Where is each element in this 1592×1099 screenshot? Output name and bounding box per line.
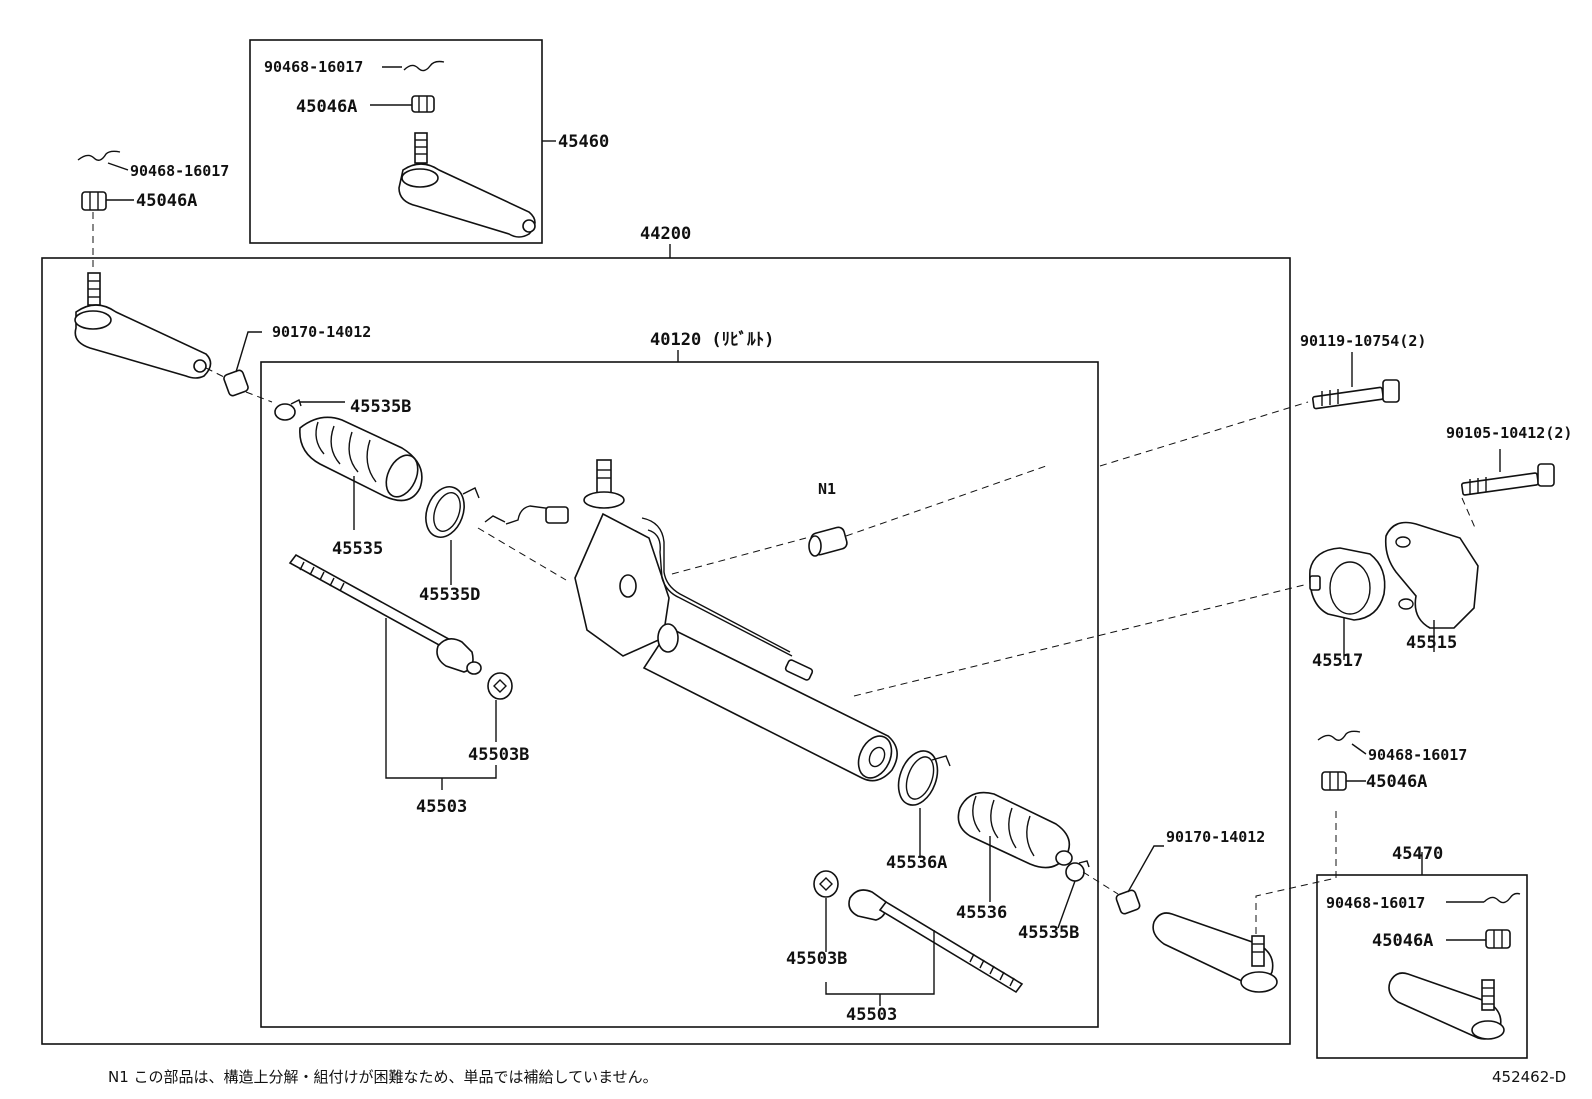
lock-washer-icon	[487, 672, 513, 700]
label-90119-10754: 90119-10754(2)	[1300, 332, 1426, 350]
footnote: N1 この部品は、構造上分解・組付けが困難なため、単品では補給していません。	[108, 1068, 658, 1086]
label-45046A-b: 45046A	[136, 191, 197, 211]
lock-nut-icon	[223, 369, 249, 397]
label-45535B-a: 45535B	[350, 397, 411, 417]
inner-tie-rod-left-icon	[288, 553, 482, 675]
assembly-box-40120	[260, 361, 1099, 1028]
label-90105-10412: 90105-10412(2)	[1446, 424, 1572, 442]
bolt-90105-icon	[1460, 463, 1555, 496]
label-45046A-a: 45046A	[296, 97, 357, 117]
figure-id: 452462-D	[1492, 1068, 1566, 1086]
inner-tie-rod-right-icon	[848, 889, 1024, 994]
bolt-90119-icon	[1311, 379, 1400, 410]
label-45535B-b: 45535B	[1018, 923, 1079, 943]
label-90170-14012-b: 90170-14012	[1166, 828, 1265, 846]
grommet-45517-icon	[1309, 547, 1386, 621]
label-40120: 40120 (ﾘﾋﾞﾙﾄ)	[650, 329, 774, 350]
tie-rod-end-45460-icon	[398, 132, 536, 238]
label-90468-16017-c: 90468-16017	[1368, 746, 1467, 764]
castle-nut-icon	[81, 191, 107, 211]
label-45536A: 45536A	[886, 853, 947, 873]
label-N1: N1	[818, 480, 836, 498]
label-45536: 45536	[956, 903, 1007, 923]
label-45515: 45515	[1406, 633, 1457, 653]
label-45503B-b: 45503B	[786, 949, 847, 969]
label-45460: 45460	[558, 132, 609, 152]
tie-rod-end-left-icon	[74, 272, 212, 379]
boot-band-icon	[425, 486, 480, 538]
label-90170-14012-a: 90170-14012	[272, 323, 371, 341]
label-90468-16017-d: 90468-16017	[1326, 894, 1425, 912]
plug-n1-icon	[808, 526, 848, 557]
label-44200: 44200	[640, 224, 691, 244]
bellows-clamp-icon	[897, 750, 951, 806]
cotter-pin-icon	[1483, 892, 1521, 904]
label-45470: 45470	[1392, 844, 1443, 864]
label-45503-a: 45503	[416, 797, 467, 817]
label-45517: 45517	[1312, 651, 1363, 671]
label-45046A-c: 45046A	[1366, 772, 1427, 792]
lock-washer-icon	[813, 870, 839, 898]
tie-rod-end-right-icon	[1152, 912, 1278, 993]
label-45503-b: 45503	[846, 1005, 897, 1025]
cotter-pin-icon	[1317, 730, 1361, 741]
tie-rod-end-45470-icon	[1388, 972, 1505, 1040]
bellows-boot-right-icon	[957, 791, 1073, 869]
castle-nut-icon	[411, 95, 435, 113]
cotter-pin-icon	[403, 60, 445, 72]
label-90468-16017-b: 90468-16017	[130, 162, 229, 180]
boot-clamp-icon	[274, 399, 302, 421]
label-45535: 45535	[332, 539, 383, 559]
assembly-box-44200	[41, 257, 1291, 1045]
bracket-45515-icon	[1384, 521, 1479, 629]
label-90468-16017-a: 90468-16017	[264, 58, 363, 76]
label-45046A-d: 45046A	[1372, 931, 1433, 951]
steering-gear-housing-icon	[484, 459, 898, 782]
lock-nut-icon	[1115, 889, 1141, 915]
castle-nut-icon	[1321, 771, 1347, 791]
label-45535D: 45535D	[419, 585, 480, 605]
castle-nut-icon	[1485, 929, 1511, 949]
bellows-boot-left-icon	[299, 416, 423, 502]
boot-clamp-icon	[1065, 860, 1090, 882]
cotter-pin-icon	[77, 150, 121, 161]
label-45503B-a: 45503B	[468, 745, 529, 765]
